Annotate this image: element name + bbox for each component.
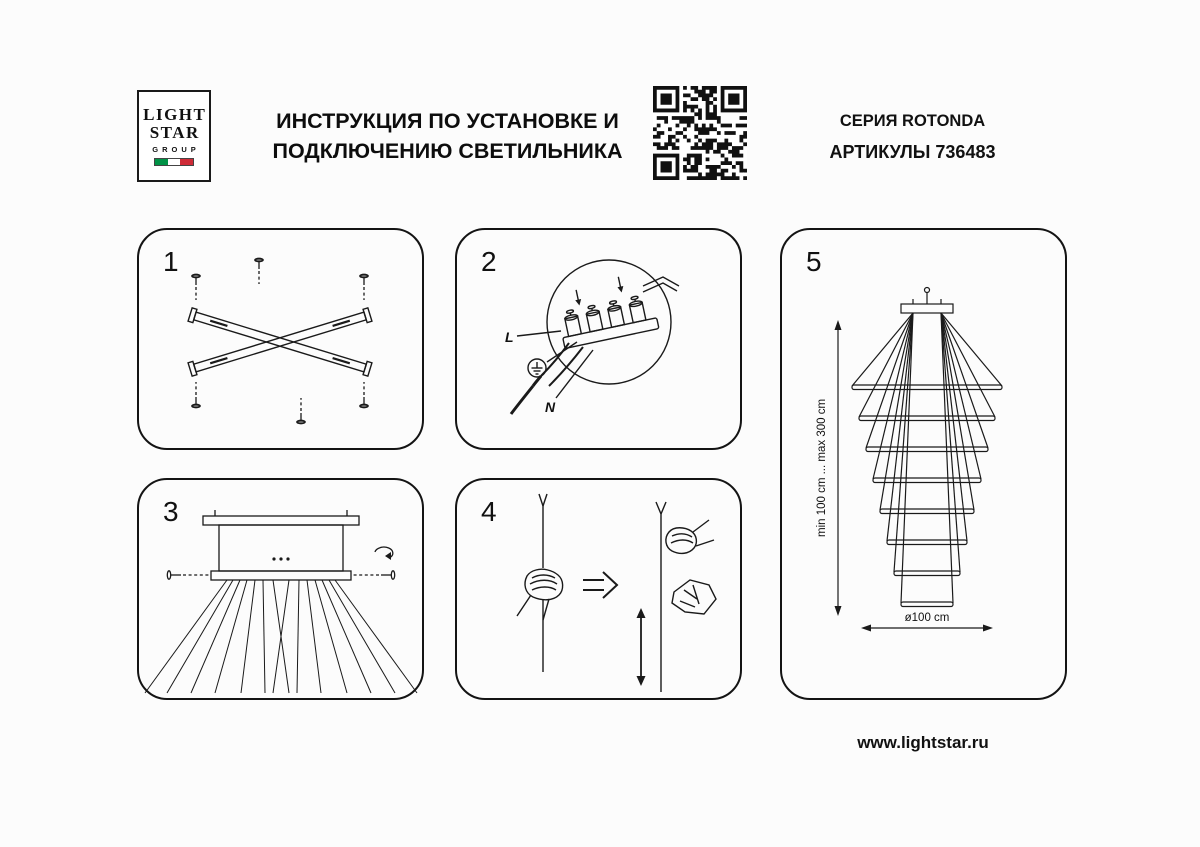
height-range-label: min 100 cm ... max 300 cm: [816, 399, 828, 537]
title-line-1: ИНСТРУКЦИЯ ПО УСТАНОВКЕ И: [276, 109, 619, 133]
step-3-number: 3: [163, 496, 179, 527]
step-5-number: 5: [806, 246, 822, 277]
step-1-panel: 1: [137, 228, 424, 450]
step-2-panel: 2: [455, 228, 742, 450]
step-1-number: 1: [163, 246, 179, 277]
qr-code: [653, 86, 747, 180]
articles-label: АРТИКУЛЫ 736483: [829, 142, 996, 162]
step-5-panel: 5: [780, 228, 1067, 700]
document-title: ИНСТРУКЦИЯ ПО УСТАНОВКЕ И ПОДКЛЮЧЕНИЮ СВ…: [250, 106, 645, 166]
diameter-label: ø100 cm: [905, 612, 950, 624]
logo-word-light: LIGHT: [143, 105, 207, 124]
step2-wiring-drawing: L N: [505, 259, 680, 415]
step3-canopy-drawing: [144, 510, 418, 694]
step-2-number: 2: [481, 246, 497, 277]
logo-word-star: STAR: [149, 123, 200, 142]
wire-live-label: L: [505, 329, 514, 345]
step-3-panel: 3: [137, 478, 424, 700]
step4-cable-adjust-drawing: [516, 493, 717, 692]
step-4-panel: 4: [455, 478, 742, 700]
italian-flag-icon: [154, 158, 194, 166]
website-text: www.lightstar.ru: [857, 733, 989, 752]
step5-chandelier-dimensions-drawing: min 100 cm ... max 300 cm ø100 cm: [816, 286, 1003, 632]
wire-neutral-label: N: [545, 399, 556, 415]
title-line-2: ПОДКЛЮЧЕНИЮ СВЕТИЛЬНИКА: [272, 139, 623, 163]
step-4-number: 4: [481, 496, 497, 527]
logo-word-group: GROUP: [152, 145, 200, 154]
lightstar-logo: LIGHT STAR GROUP: [137, 90, 211, 182]
series-label: СЕРИЯ ROTONDA: [839, 112, 986, 130]
step1-mounting-brackets-drawing: [187, 257, 373, 425]
